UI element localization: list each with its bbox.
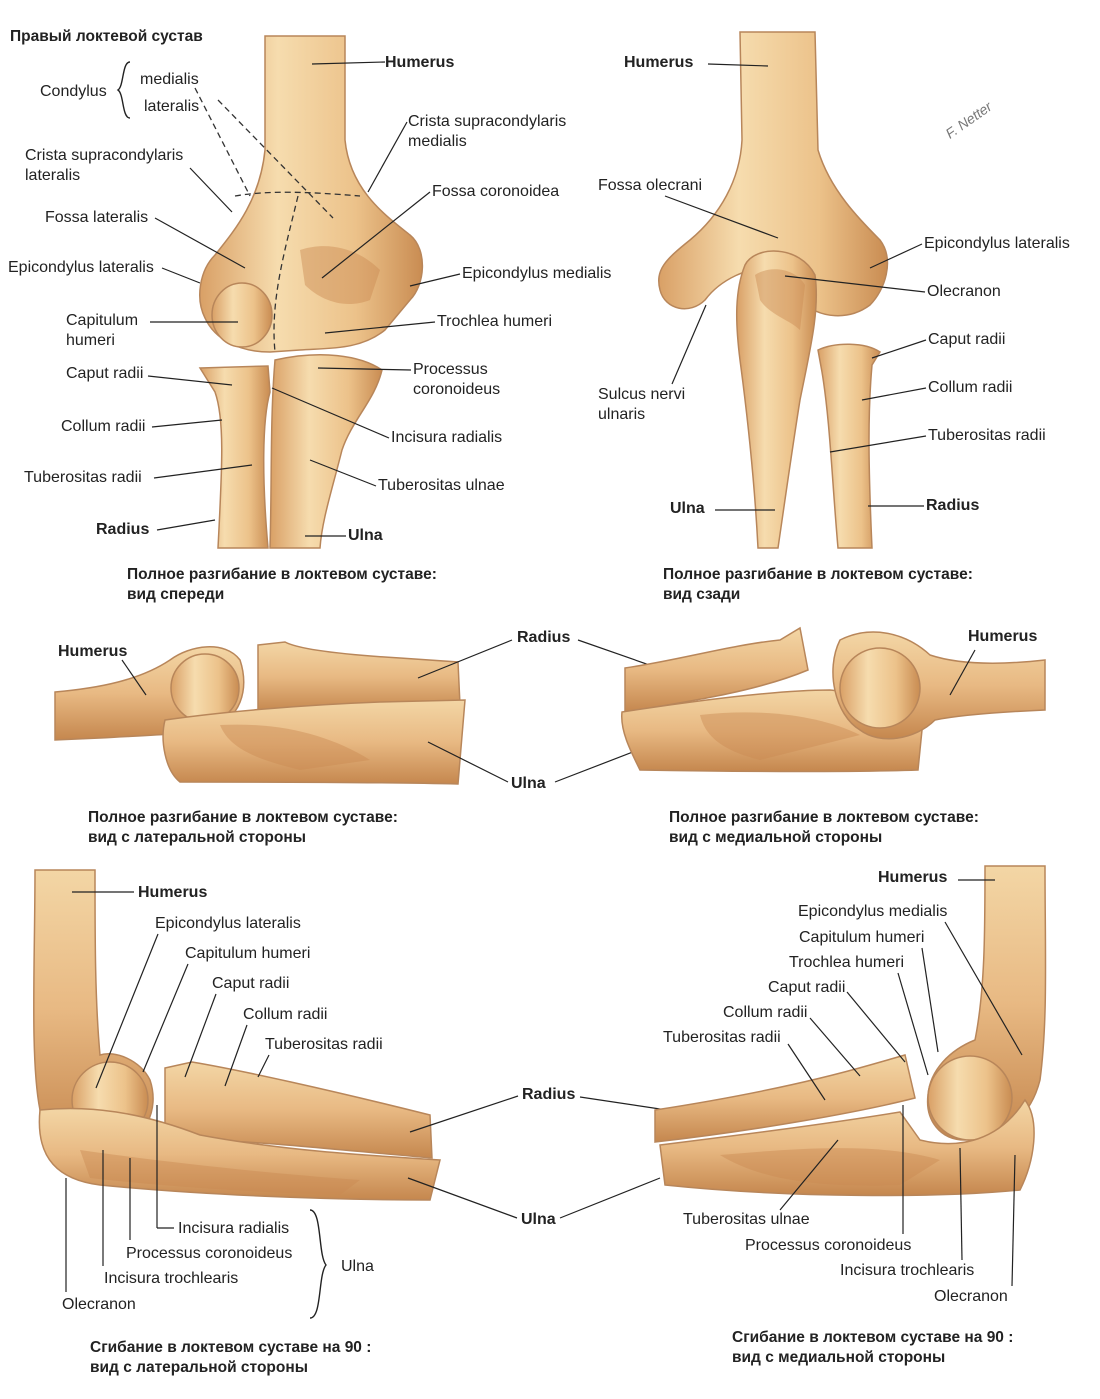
caption-med-ext-2: вид с медиальной стороны	[669, 829, 882, 846]
label-trochlea-front: Trochlea humeri	[437, 313, 552, 330]
label-radius-back: Radius	[926, 497, 979, 514]
panel-medial-extension: Humerus Полное разгибание в локтевом сус…	[621, 626, 1046, 846]
label-collum-radii-med-flex: Collum radii	[723, 1004, 807, 1021]
caption-lat-flex-2: вид с латеральной стороны	[90, 1359, 308, 1376]
label-processus-2: coronoideus	[413, 381, 500, 398]
caption-front-2: вид спереди	[127, 586, 224, 603]
label-sulcus-1: Sulcus nervi	[598, 386, 685, 403]
caption-lat-ext-1: Полное разгибание в локтевом суставе:	[88, 809, 398, 826]
label-caput-radii-front: Caput radii	[66, 365, 143, 382]
label-tuberositas-radii-med-flex: Tuberositas radii	[663, 1029, 781, 1046]
label-fossa-coronoidea: Fossa coronoidea	[432, 183, 559, 200]
label-tuberositas-radii-lat-flex: Tuberositas radii	[265, 1036, 383, 1053]
ulna-bone-lat-ext	[162, 699, 466, 785]
radius-bone-med-flex	[654, 1054, 916, 1143]
label-caput-radii-med-flex: Caput radii	[768, 979, 845, 996]
label-epicondylus-medialis-front: Epicondylus medialis	[462, 265, 611, 282]
caption-med-ext-1: Полное разгибание в локтевом суставе:	[669, 809, 979, 826]
label-crista-lat-1: Crista supracondylaris	[25, 147, 183, 164]
radius-bone-front	[198, 365, 271, 549]
caption-lat-flex-1: Сгибание в локтевом суставе на 90 :	[90, 1339, 371, 1356]
label-incisura-radialis-front: Incisura radialis	[391, 429, 502, 446]
label-ulna-front: Ulna	[348, 527, 383, 544]
label-condylus-medialis: medialis	[140, 71, 199, 88]
label-ulna-back: Ulna	[670, 500, 705, 517]
label-incisura-radialis-lat-flex: Incisura radialis	[178, 1220, 289, 1237]
radius-bone-back	[817, 343, 882, 549]
label-ulna-group-lat-flex: Ulna	[341, 1258, 374, 1275]
label-ulna-middle: Ulna	[511, 775, 546, 792]
label-caput-radii-back: Caput radii	[928, 331, 1005, 348]
label-olecranon-lat-flex: Olecranon	[62, 1296, 136, 1313]
label-epicondylus-lateralis-lat-flex: Epicondylus lateralis	[155, 915, 301, 932]
label-radius-front: Radius	[96, 521, 149, 538]
humerus-bone-front	[199, 35, 424, 353]
label-processus-lat-flex: Processus coronoideus	[126, 1245, 292, 1262]
trochlea-med-ext	[839, 647, 921, 729]
panel-medial-flexion: Humerus Epicondylus medialis Capitulum h…	[654, 865, 1047, 1366]
label-trochlea-med-flex: Trochlea humeri	[789, 954, 904, 971]
label-humerus-lat-flex: Humerus	[138, 884, 207, 901]
label-condylus: Condylus	[40, 83, 107, 100]
label-condylus-lateralis: lateralis	[144, 98, 199, 115]
caption-back-2: вид сзади	[663, 586, 740, 603]
label-sulcus-2: ulnaris	[598, 406, 645, 423]
label-epicondylus-lateralis-front: Epicondylus lateralis	[8, 259, 154, 276]
label-humerus-med-ext: Humerus	[968, 628, 1037, 645]
label-radius-bottom: Radius	[522, 1086, 575, 1103]
label-radius-middle: Radius	[517, 629, 570, 646]
label-crista-med-1: Crista supracondylaris	[408, 113, 566, 130]
label-tuberositas-radii-back: Tuberositas radii	[928, 427, 1046, 444]
label-incisura-trochlearis-med-flex: Incisura trochlearis	[840, 1262, 974, 1279]
ulna-bone-med-flex	[659, 1098, 1035, 1197]
ulna-bone-back	[735, 250, 818, 549]
ulna-bone-front	[269, 354, 383, 549]
capitulum-front	[211, 282, 273, 348]
caption-med-flex-1: Сгибание в локтевом суставе на 90 :	[732, 1329, 1013, 1346]
ulna-bone-lat-flex	[38, 1107, 441, 1201]
diagram-title: Правый локтевой сустав	[10, 28, 203, 45]
label-humerus-lat-ext: Humerus	[58, 643, 127, 660]
label-olecranon-med-flex: Olecranon	[934, 1288, 1008, 1305]
label-collum-radii-front: Collum radii	[61, 418, 145, 435]
label-epicondylus-medialis-med-flex: Epicondylus medialis	[798, 903, 947, 920]
label-capitulum-1: Capitulum	[66, 312, 138, 329]
label-humerus-back: Humerus	[624, 54, 693, 71]
middle-shared-labels: Radius Ulna	[417, 629, 659, 792]
label-capitulum-med-flex: Capitulum humeri	[799, 929, 924, 946]
label-processus-med-flex: Processus coronoideus	[745, 1237, 911, 1254]
label-epicondylus-lateralis-back: Epicondylus lateralis	[924, 235, 1070, 252]
caption-back-1: Полное разгибание в локтевом суставе:	[663, 566, 973, 583]
bottom-shared-labels: Radius Ulna	[407, 1086, 681, 1228]
label-humerus-front: Humerus	[385, 54, 454, 71]
label-caput-radii-lat-flex: Caput radii	[212, 975, 289, 992]
panel-lateral-flexion: Humerus Epicondylus lateralis Capitulum …	[33, 869, 441, 1376]
caption-med-flex-2: вид с медиальной стороны	[732, 1349, 945, 1366]
panel-lateral-extension: Humerus Полное разгибание в локтевом сус…	[54, 641, 466, 846]
label-collum-radii-back: Collum radii	[928, 379, 1012, 396]
label-ulna-bottom: Ulna	[521, 1211, 556, 1228]
signature: F. Netter	[942, 97, 995, 141]
label-olecranon-back: Olecranon	[927, 283, 1001, 300]
label-fossa-olecrani: Fossa olecrani	[598, 177, 702, 194]
label-tuberositas-ulnae-med-flex: Tuberositas ulnae	[683, 1211, 810, 1228]
panel-front-view: Condylus medialis lateralis Humerus Cris…	[8, 35, 611, 603]
label-crista-med-2: medialis	[408, 133, 467, 150]
caption-lat-ext-2: вид с латеральной стороны	[88, 829, 306, 846]
label-capitulum-lat-flex: Capitulum humeri	[185, 945, 310, 962]
caption-front-1: Полное разгибание в локтевом суставе:	[127, 566, 437, 583]
label-crista-lat-2: lateralis	[25, 167, 80, 184]
label-tuberositas-ulnae-front: Tuberositas ulnae	[378, 477, 505, 494]
label-capitulum-2: humeri	[66, 332, 115, 349]
label-tuberositas-radii-front: Tuberositas radii	[24, 469, 142, 486]
trochlea-med-flex	[927, 1055, 1013, 1141]
label-humerus-med-flex: Humerus	[878, 869, 947, 886]
label-processus-1: Processus	[413, 361, 488, 378]
label-incisura-trochlearis-lat-flex: Incisura trochlearis	[104, 1270, 238, 1287]
label-fossa-lateralis: Fossa lateralis	[45, 209, 148, 226]
label-collum-radii-lat-flex: Collum radii	[243, 1006, 327, 1023]
panel-back-view: F. Netter Humerus Fossa olecrani Epicond…	[598, 31, 1070, 603]
